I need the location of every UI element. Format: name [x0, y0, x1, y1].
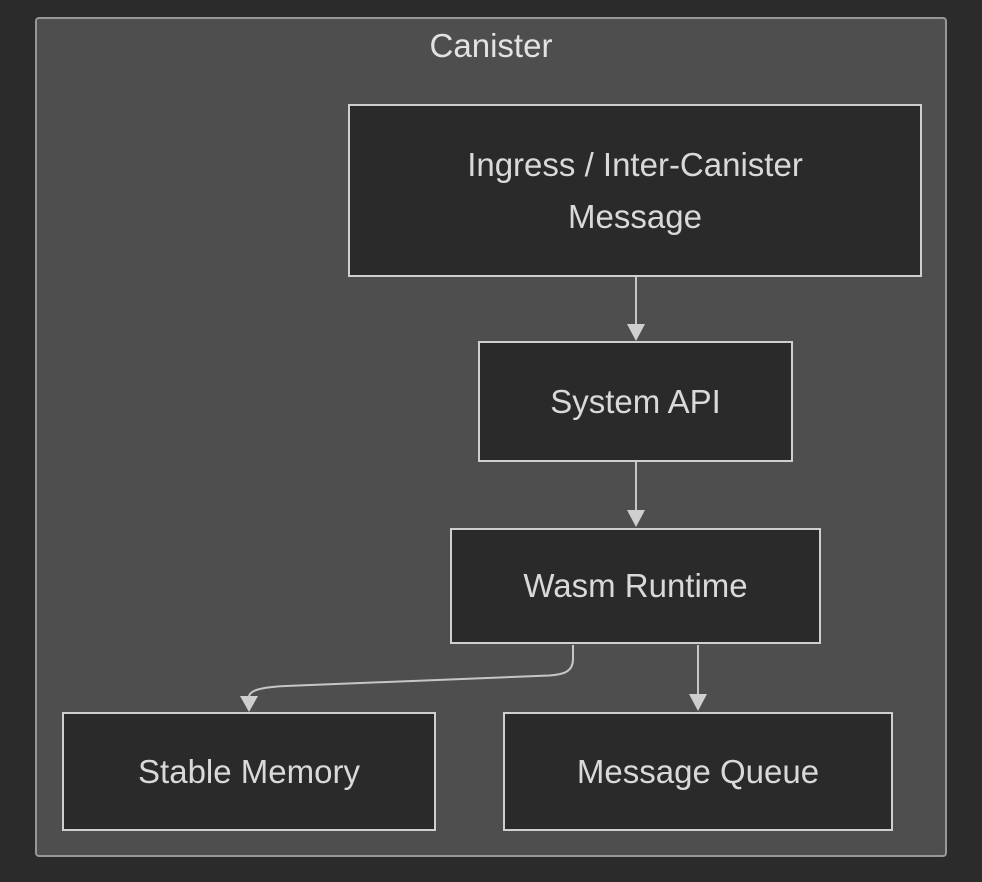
diagram-title: Canister — [429, 27, 553, 64]
node-stable-memory: Stable Memory — [62, 712, 436, 831]
node-label: Stable Memory — [138, 752, 360, 790]
node-label: Message Queue — [576, 752, 820, 790]
node-label: System API — [550, 382, 721, 420]
node-message-queue: Message Queue — [503, 712, 893, 831]
node-label: Wasm Runtime — [523, 567, 748, 605]
node-ingress-inter-canister-message: Ingress / Inter-Canister Message — [348, 104, 922, 277]
node-label: Ingress / Inter-Canister Message — [467, 146, 803, 235]
node-system-api: System API — [478, 341, 793, 462]
node-wasm-runtime: Wasm Runtime — [450, 528, 821, 644]
